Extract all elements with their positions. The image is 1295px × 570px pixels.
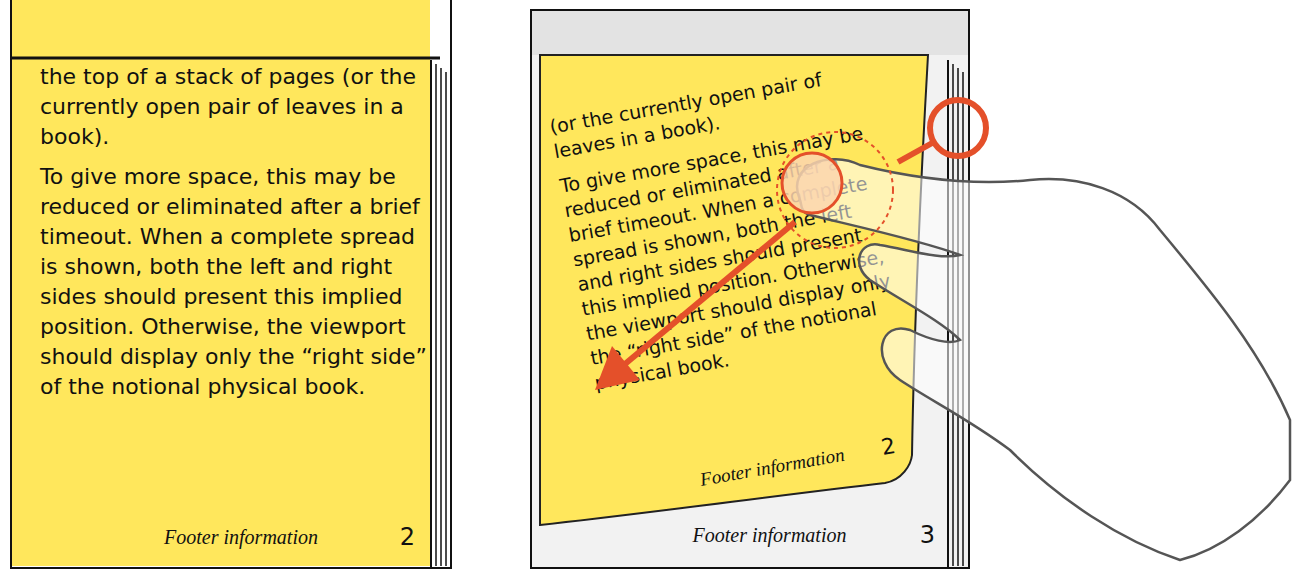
- body-paragraph: To give more space, this may be reduced …: [558, 120, 902, 395]
- page-leaf: the top of a stack of pages (or the curr…: [12, 0, 430, 566]
- stack-edge: [445, 72, 447, 566]
- underlying-page: Footer information 3(or the currently ope…: [532, 55, 947, 568]
- body-paragraph: the top of a stack of pages (or the curr…: [40, 62, 430, 152]
- turning-page: (or the currently open pair of leaves in…: [540, 55, 930, 560]
- stack-edge: [947, 60, 949, 568]
- page-footer: Footer information 3: [532, 520, 947, 550]
- stack-edge: [957, 68, 959, 566]
- page-edge: [968, 10, 970, 569]
- page-edge: [450, 0, 452, 569]
- stack-edge: [952, 64, 954, 566]
- body-paragraph: To give more space, this may be reduced …: [40, 162, 430, 402]
- page-footer: Footer information 2: [12, 522, 430, 552]
- page-number: 3: [920, 520, 935, 550]
- page-edge: [11, 567, 452, 569]
- page-curl-outline: [540, 55, 928, 525]
- footer-text: Footer information: [164, 526, 318, 548]
- stack-edge: [962, 72, 964, 566]
- back-area: [531, 55, 969, 569]
- page-number: 2: [879, 432, 898, 462]
- right-page-edges: [531, 10, 970, 569]
- top-band: [531, 10, 969, 56]
- text-column: the top of a stack of pages (or the curr…: [40, 62, 430, 412]
- stack-edge: [435, 64, 437, 566]
- left-page-edges: [11, 0, 452, 569]
- page-number: 2: [400, 522, 415, 552]
- footer-text: Footer information: [693, 524, 847, 546]
- stack-edge: [430, 60, 432, 568]
- stack-edge: [440, 68, 442, 566]
